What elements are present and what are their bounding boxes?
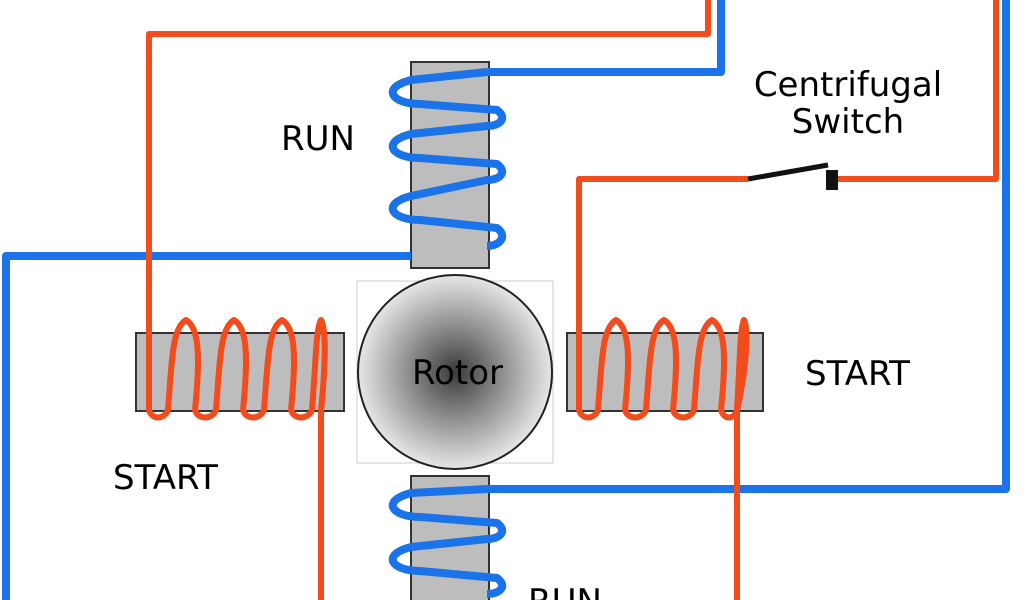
run-coil-bottom	[388, 485, 507, 598]
rotor	[357, 274, 553, 470]
label-switch-line1: Centrifugal	[753, 65, 943, 105]
label-switch-line2: Switch	[791, 102, 905, 143]
start-wire-left-lead	[146, 0, 711, 333]
run-wire-left-lead	[2, 252, 411, 600]
centrifugal-switch-blade	[747, 162, 829, 182]
label-run-top: RUN	[281, 119, 355, 159]
label-start-left: START	[113, 458, 218, 498]
start-coil-left	[146, 317, 328, 421]
centrifugal-switch-contact	[826, 170, 838, 190]
label-start-right: START	[805, 354, 910, 394]
label-centrifugal-switch: Centrifugal Switch	[738, 65, 958, 143]
start-wire-switch-lead	[828, 0, 999, 182]
label-run-bottom: RUN	[528, 585, 602, 600]
start-coil-right	[576, 317, 750, 421]
run-wire-right-lead	[487, 0, 1010, 493]
label-rotor: Rotor	[412, 353, 504, 393]
start-wire-right-lead	[576, 176, 748, 333]
run-coil-top	[388, 68, 507, 250]
run-wire-top-lead	[487, 0, 725, 76]
